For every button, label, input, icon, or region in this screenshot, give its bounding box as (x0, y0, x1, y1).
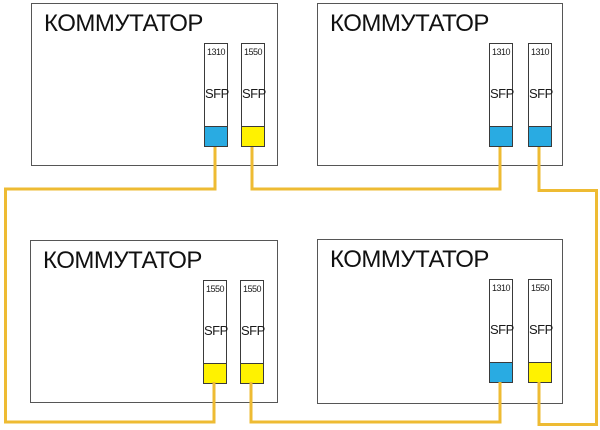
port-indicator (529, 362, 551, 382)
port-indicator (242, 126, 264, 146)
port-indicator (490, 362, 512, 382)
sfp-label: SFP (242, 86, 266, 101)
wavelength-label: 1550 (205, 284, 225, 294)
sfp-label: SFP (204, 323, 228, 338)
wavelength-label: 1310 (491, 47, 511, 57)
wavelength-label: 1310 (206, 47, 226, 57)
switch-title: КОММУТАТОР (44, 10, 203, 37)
sfp-label: SFP (241, 323, 265, 338)
switch-title: КОММУТАТОР (43, 247, 202, 274)
switch-bottom-right: КОММУТАТОР 1310 SFP 1550 SFP (317, 239, 563, 404)
switch-bottom-left: КОММУТАТОР 1550 SFP 1550 SFP (30, 240, 278, 403)
wavelength-label: 1550 (243, 47, 263, 57)
wavelength-label: 1550 (530, 283, 550, 293)
sfp-label: SFP (490, 322, 514, 337)
sfp-label: SFP (205, 86, 229, 101)
sfp-module: 1550 SFP (528, 279, 553, 383)
port-indicator (204, 363, 226, 383)
port-indicator (205, 126, 227, 146)
sfp-module: 1310 SFP (489, 279, 514, 383)
sfp-label: SFP (529, 86, 553, 101)
sfp-module: 1550 SFP (241, 43, 266, 147)
port-indicator (529, 126, 551, 146)
switch-top-right: КОММУТАТОР 1310 SFP 1310 SFP (317, 3, 563, 166)
sfp-label: SFP (529, 322, 553, 337)
sfp-module: 1310 SFP (528, 43, 553, 147)
sfp-module: 1550 SFP (203, 280, 228, 384)
switch-title: КОММУТАТОР (330, 10, 489, 37)
switch-top-left: КОММУТАТОР 1310 SFP 1550 SFP (31, 3, 278, 166)
port-indicator (490, 126, 512, 146)
sfp-label: SFP (490, 86, 514, 101)
sfp-module: 1310 SFP (204, 43, 229, 147)
switch-title: КОММУТАТОР (330, 246, 489, 273)
wavelength-label: 1550 (242, 284, 262, 294)
sfp-module: 1310 SFP (489, 43, 514, 147)
wavelength-label: 1310 (530, 47, 550, 57)
wavelength-label: 1310 (491, 283, 511, 293)
port-indicator (241, 363, 263, 383)
sfp-module: 1550 SFP (240, 280, 265, 384)
